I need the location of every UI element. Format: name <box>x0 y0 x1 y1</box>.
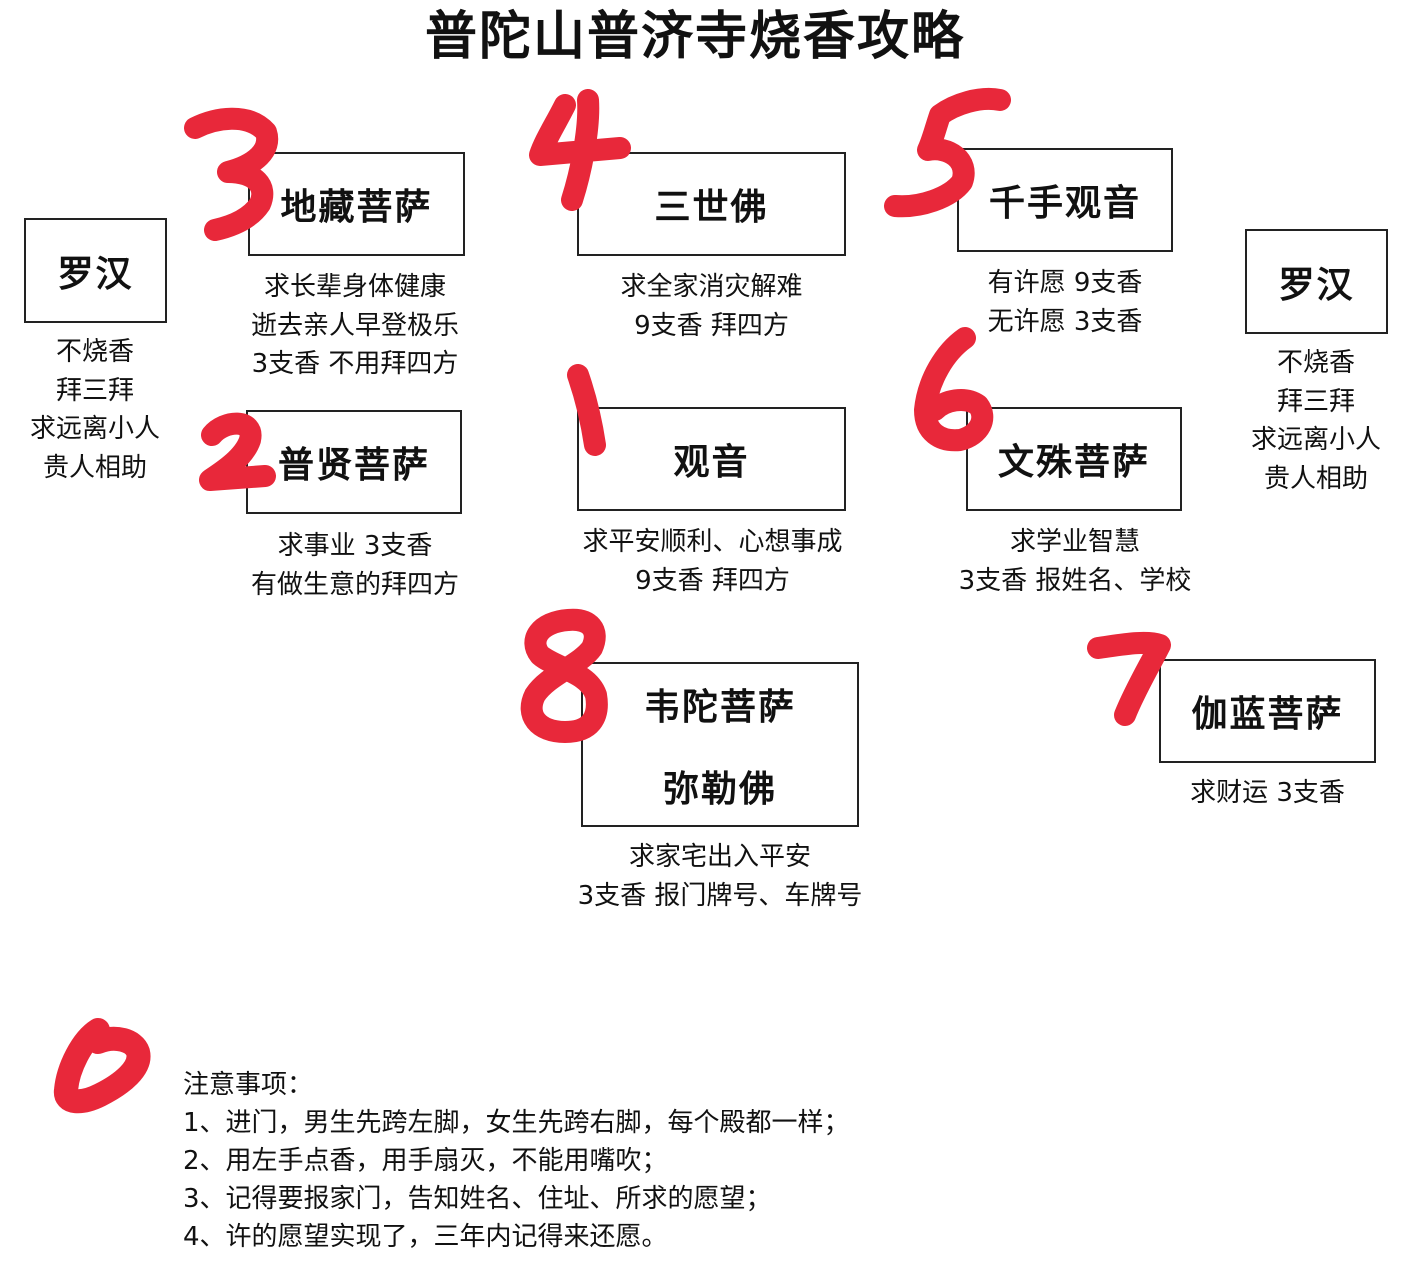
hall-desc-dizang: 求长辈身体健康 逝去亲人早登极乐 3支香 不用拜四方 <box>220 268 490 384</box>
order-mark-0 <box>54 1018 151 1114</box>
desc-line: 3支香 报门牌号、车牌号 <box>577 880 863 911</box>
desc-line: 求平安顺利、心想事成 <box>582 527 843 557</box>
page-title: 普陀山普济寺烧香攻略 <box>424 6 965 67</box>
hall-desc-guanyin: 求平安顺利、心想事成 9支香 拜四方 <box>560 523 865 600</box>
hall-box-qielan: 伽蓝菩萨 <box>1159 659 1376 763</box>
hall-box-qianshou-guanyin: 千手观音 <box>957 148 1173 252</box>
desc-line: 拜三拜 <box>1276 386 1355 417</box>
desc-line: 求财运 3支香 <box>1190 778 1345 808</box>
desc-line: 求学业智慧 <box>1009 527 1140 557</box>
desc-line: 不烧香 <box>55 337 134 367</box>
desc-line: 3支香 报姓名、学校 <box>958 565 1192 596</box>
desc-line: 无许愿 3支香 <box>987 306 1143 337</box>
desc-line: 求事业 3支香 <box>277 531 433 561</box>
desc-line: 求远离小人 <box>29 414 160 444</box>
notes-section: 注意事项： 1、进门，男生先跨左脚，女生先跨右脚，每个殿都一样； 2、用左手点香… <box>183 1066 850 1256</box>
hall-desc-luohan-right: 不烧香 拜三拜 求远离小人 贵人相助 <box>1221 344 1411 498</box>
hall-name: 观音 <box>673 441 750 483</box>
desc-line: 求全家消灾解难 <box>620 272 803 302</box>
desc-line: 求远离小人 <box>1250 425 1381 455</box>
desc-line: 求长辈身体健康 <box>263 272 446 302</box>
hall-name: 罗汉 <box>1278 263 1355 306</box>
desc-line: 拜三拜 <box>55 375 134 406</box>
desc-line: 逝去亲人早登极乐 <box>250 310 459 341</box>
note-item: 2、用左手点香，用手扇灭，不能用嘴吹； <box>183 1146 668 1176</box>
hall-name: 地藏菩萨 <box>280 186 433 228</box>
hall-box-puxian: 普贤菩萨 <box>246 410 462 514</box>
hall-box-dizang: 地藏菩萨 <box>248 152 465 256</box>
note-item: 3、记得要报家门，告知姓名、住址、所求的愿望； <box>183 1184 772 1214</box>
order-mark-7 <box>1087 631 1171 726</box>
hall-box-guanyin: 观音 <box>577 407 846 511</box>
hall-desc-weituo-mile: 求家宅出入平安 3支香 报门牌号、车牌号 <box>545 838 895 915</box>
hall-desc-qielan: 求财运 3支香 <box>1150 774 1385 813</box>
desc-line: 贵人相助 <box>1263 463 1368 494</box>
hall-name: 韦陀菩萨 <box>643 685 796 728</box>
desc-line: 9支香 拜四方 <box>634 310 789 341</box>
hall-desc-luohan-left: 不烧香 拜三拜 求远离小人 贵人相助 <box>0 333 190 487</box>
hall-desc-qianshou-guanyin: 有许愿 9支香 无许愿 3支香 <box>935 264 1195 341</box>
notes-heading: 注意事项： <box>183 1070 314 1100</box>
desc-line: 不烧香 <box>1276 348 1355 378</box>
desc-line: 求家宅出入平安 <box>628 842 811 872</box>
hall-desc-wenshu: 求学业智慧 3支香 报姓名、学校 <box>935 523 1215 600</box>
hall-box-luohan-right: 罗汉 <box>1245 229 1388 334</box>
hall-name: 三世佛 <box>654 186 769 228</box>
hall-box-wenshu: 文殊菩萨 <box>966 407 1182 511</box>
hall-name: 伽蓝菩萨 <box>1191 693 1344 735</box>
hall-box-weituo-mile: 韦陀菩萨 弥勒佛 <box>581 662 859 827</box>
hall-box-luohan-left: 罗汉 <box>24 218 167 323</box>
hall-name: 千手观音 <box>988 182 1141 224</box>
desc-line: 有许愿 9支香 <box>987 268 1143 298</box>
note-item: 1、进门，男生先跨左脚，女生先跨右脚，每个殿都一样； <box>183 1108 850 1138</box>
hall-name-second: 弥勒佛 <box>662 767 777 810</box>
note-item: 4、许的愿望实现了，三年内记得来还愿。 <box>183 1222 668 1252</box>
desc-line: 3支香 不用拜四方 <box>251 349 459 379</box>
desc-line: 9支香 拜四方 <box>635 565 790 596</box>
hall-name: 罗汉 <box>57 252 134 295</box>
desc-line: 有做生意的拜四方 <box>250 569 459 600</box>
hall-desc-puxian: 求事业 3支香 有做生意的拜四方 <box>220 527 490 604</box>
desc-line: 贵人相助 <box>42 452 147 483</box>
hall-name: 普贤菩萨 <box>277 444 430 486</box>
hall-name: 文殊菩萨 <box>997 441 1150 483</box>
hall-desc-sanshifo: 求全家消灾解难 9支香 拜四方 <box>577 268 846 345</box>
hall-box-sanshifo: 三世佛 <box>577 152 846 256</box>
